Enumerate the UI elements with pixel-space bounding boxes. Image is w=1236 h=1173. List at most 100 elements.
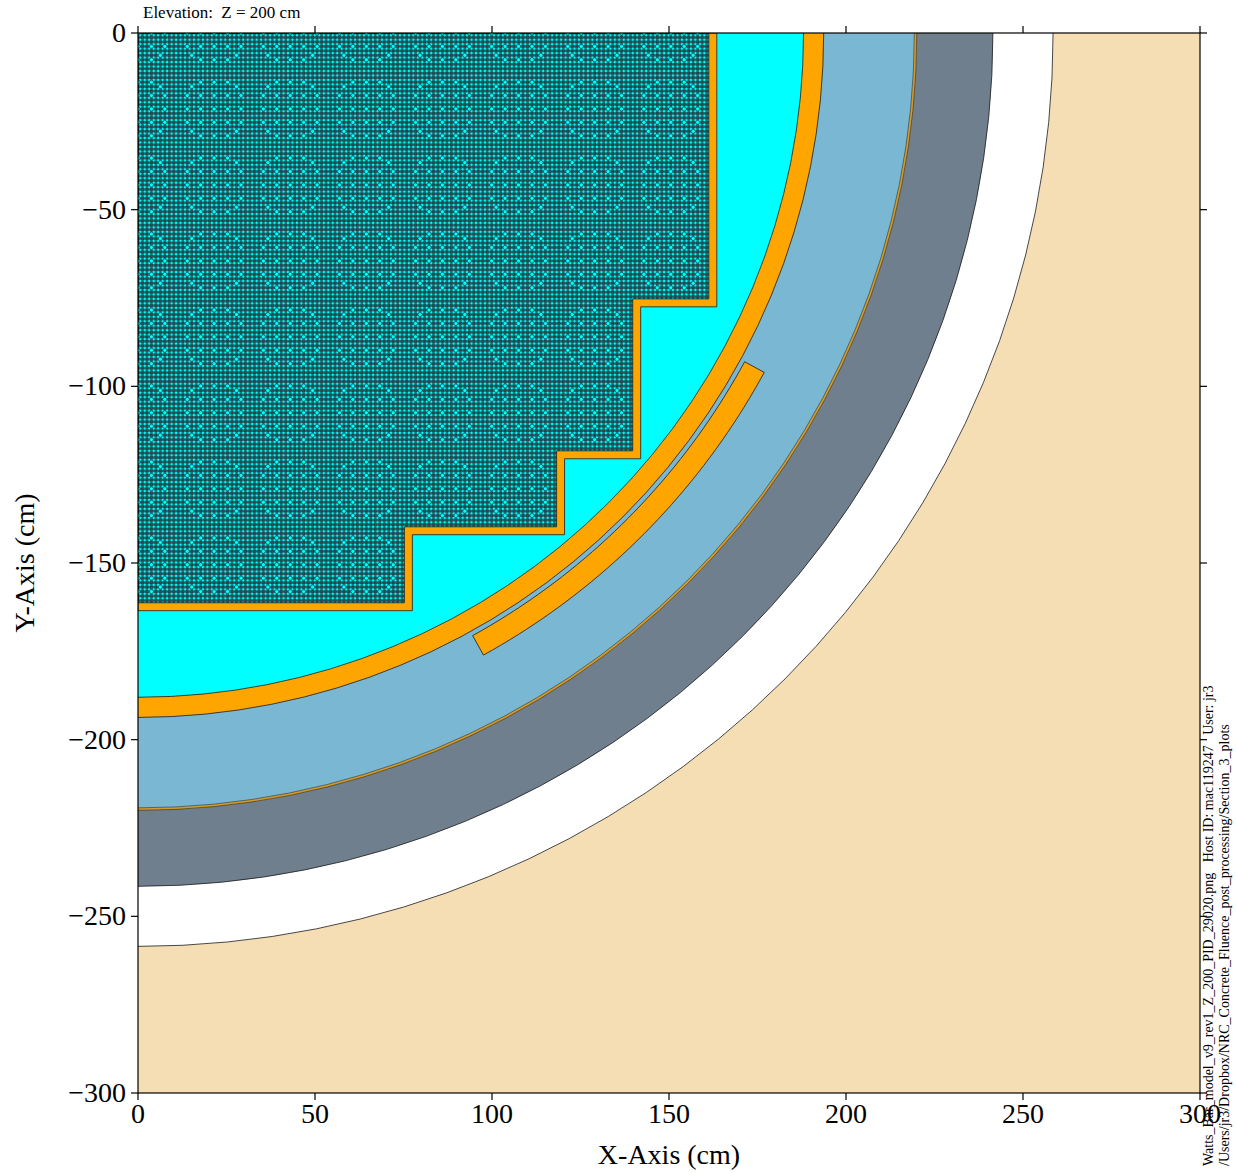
guide-tube <box>275 487 279 491</box>
guide-tube <box>234 540 238 544</box>
guide-tube <box>427 210 431 214</box>
guide-tube <box>378 210 382 214</box>
guide-tube <box>454 438 458 442</box>
guide-tube <box>427 107 431 111</box>
guide-tube <box>288 384 292 388</box>
guide-tube <box>606 576 610 580</box>
guide-tube <box>579 362 583 366</box>
guide-tube <box>226 348 230 352</box>
guide-tube <box>615 237 619 241</box>
guide-tube <box>418 388 422 392</box>
guide-tube <box>311 388 315 392</box>
guide-tube <box>199 487 203 491</box>
cavity-gap <box>138 33 1053 946</box>
guide-tube <box>149 170 153 174</box>
guide-tube <box>239 170 243 174</box>
guide-tube <box>530 514 534 518</box>
guide-tube <box>566 245 570 249</box>
guide-tube <box>539 540 543 544</box>
guide-tube <box>149 348 153 352</box>
guide-tube <box>288 487 292 491</box>
guide-tube <box>440 487 444 491</box>
guide-tube <box>190 53 194 57</box>
guide-tube <box>682 487 686 491</box>
guide-tube <box>517 460 521 464</box>
guide-tube <box>199 424 203 428</box>
guide-tube <box>503 362 507 366</box>
guide-tube <box>378 335 382 339</box>
guide-tube <box>620 397 624 401</box>
guide-tube <box>691 85 695 89</box>
tick-label: −100 <box>68 372 126 400</box>
guide-tube <box>239 487 243 491</box>
guide-tube <box>239 576 243 580</box>
guide-tube <box>337 473 341 477</box>
guide-tube <box>351 170 355 174</box>
guide-tube <box>288 321 292 325</box>
guide-tube <box>275 563 279 567</box>
guide-tube <box>503 576 507 580</box>
guide-tube <box>185 259 189 263</box>
guide-tube <box>311 509 315 513</box>
guide-tube <box>543 576 547 580</box>
guide-tube <box>315 397 319 401</box>
guide-tube <box>490 500 494 504</box>
guide-tube <box>615 161 619 165</box>
guide-tube <box>530 58 534 62</box>
guide-tube <box>342 85 346 89</box>
guide-tube <box>315 170 319 174</box>
guide-tube <box>691 53 695 57</box>
axis-title: Y-Axis (cm) <box>11 493 39 632</box>
guide-tube <box>302 563 306 567</box>
guide-tube <box>364 460 368 464</box>
guide-tube <box>570 205 574 209</box>
guide-tube <box>503 500 507 504</box>
guide-tube <box>606 549 610 553</box>
guide-tube <box>378 259 382 263</box>
guide-tube <box>566 196 570 200</box>
guide-tube <box>669 183 673 187</box>
guide-tube <box>620 272 624 276</box>
guide-tube <box>490 170 494 174</box>
guide-tube <box>503 384 507 388</box>
guide-tube <box>579 286 583 290</box>
guide-tube <box>696 120 700 124</box>
guide-tube <box>566 473 570 477</box>
guide-tube <box>302 156 306 160</box>
guide-tube <box>212 196 216 200</box>
guide-tube <box>337 563 341 567</box>
guide-tube <box>467 549 471 553</box>
tick-label: 250 <box>1002 1100 1044 1128</box>
guide-tube <box>149 549 153 553</box>
guide-tube <box>288 210 292 214</box>
guide-tube <box>414 321 418 325</box>
guide-tube <box>682 536 686 540</box>
guide-tube <box>288 286 292 290</box>
guide-tube <box>682 80 686 84</box>
guide-tube <box>351 335 355 339</box>
guide-tube <box>351 411 355 415</box>
guide-tube <box>185 424 189 428</box>
guide-tube <box>593 308 597 312</box>
guide-tube <box>593 245 597 249</box>
guide-tube <box>163 170 167 174</box>
guide-tube <box>669 259 673 263</box>
downcomer-water <box>138 33 914 808</box>
guide-tube <box>463 53 467 57</box>
guide-tube <box>530 321 534 325</box>
guide-tube <box>655 245 659 249</box>
guide-tube <box>463 464 467 468</box>
guide-tube <box>199 286 203 290</box>
guide-tube <box>302 348 306 352</box>
guide-tube <box>275 245 279 249</box>
guide-tube <box>615 509 619 513</box>
guide-tube <box>440 80 444 84</box>
guide-tube <box>539 53 543 57</box>
guide-tube <box>239 397 243 401</box>
guide-tube <box>427 183 431 187</box>
guide-tube <box>275 107 279 111</box>
guide-tube <box>570 161 574 165</box>
guide-tube <box>342 433 346 437</box>
